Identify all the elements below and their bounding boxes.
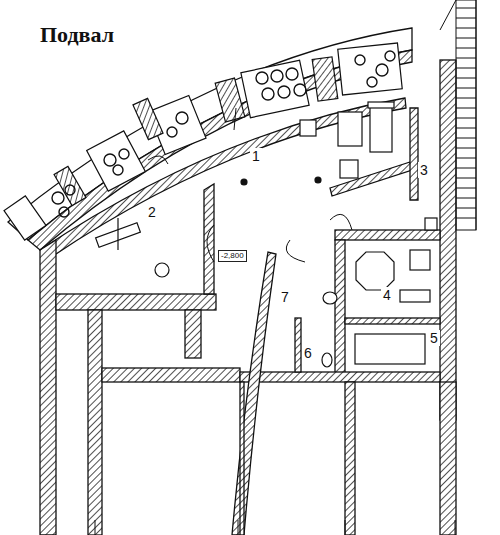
stair-step bbox=[456, 78, 476, 79]
stair-step bbox=[456, 138, 476, 139]
room-number: 2 bbox=[146, 204, 158, 220]
plan-title: Подвал bbox=[40, 22, 114, 48]
room-number: 7 bbox=[279, 289, 291, 305]
stair-step bbox=[456, 8, 476, 9]
stair-step bbox=[456, 108, 476, 109]
room-number: 6 bbox=[302, 345, 314, 361]
stair-step bbox=[456, 38, 476, 39]
stair-step bbox=[456, 18, 476, 19]
stair-step bbox=[456, 158, 476, 159]
stair-step bbox=[456, 148, 476, 149]
room-number: 3 bbox=[418, 162, 430, 178]
room-number: 1 bbox=[250, 148, 262, 164]
stair-step bbox=[456, 208, 476, 209]
stair-step bbox=[456, 188, 476, 189]
room-number: 4 bbox=[381, 287, 393, 303]
stair-step bbox=[456, 118, 476, 119]
stair-step bbox=[456, 178, 476, 179]
stair-step bbox=[456, 128, 476, 129]
stair-step bbox=[456, 28, 476, 29]
stair-step bbox=[456, 218, 476, 219]
stair-step bbox=[456, 68, 476, 69]
stair-step bbox=[456, 58, 476, 59]
room-number: 5 bbox=[428, 330, 440, 346]
stair-step bbox=[456, 168, 476, 169]
stair-step bbox=[456, 198, 476, 199]
stair-step bbox=[456, 48, 476, 49]
stair-step bbox=[456, 88, 476, 89]
stair-step bbox=[456, 98, 476, 99]
level-mark: -2,800 bbox=[218, 250, 247, 262]
